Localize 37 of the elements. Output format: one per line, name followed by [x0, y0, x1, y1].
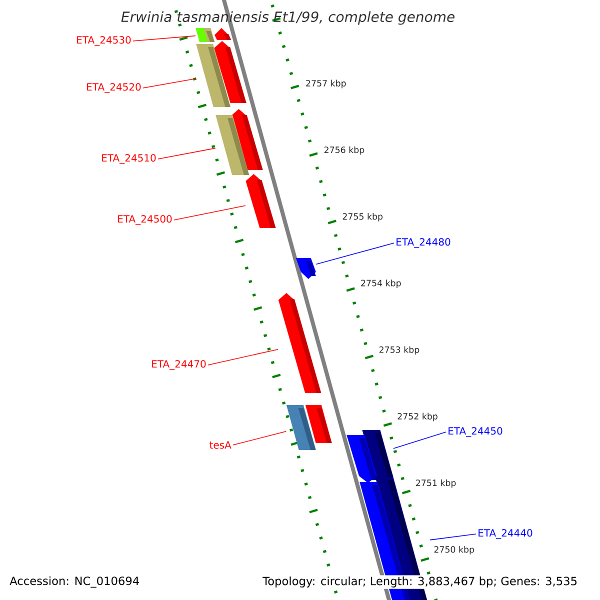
gene-feature: [216, 115, 250, 175]
gene-label: ETA_24500: [118, 215, 172, 225]
gene-label: ETA_24450: [448, 427, 502, 437]
gene-label: ETA_24470: [152, 360, 206, 370]
scale-label: 2756 kbp: [324, 146, 364, 155]
accession-text: Accession: NC_010694: [10, 576, 139, 588]
leader-line: [232, 430, 287, 446]
scale-label: 2754 kbp: [361, 280, 401, 288]
scale-label: 2757 kbp: [306, 80, 346, 88]
gene-label: ETA_24530: [77, 36, 131, 46]
gene-feature: [246, 174, 276, 228]
scale-label: 2755 kbp: [342, 213, 383, 222]
scale-label: 2753 kbp: [379, 346, 420, 355]
leader-line: [158, 148, 216, 160]
leader-line: [174, 205, 246, 220]
gene-feature: [296, 258, 316, 279]
gene-feature: [346, 435, 377, 483]
gene-feature: [278, 293, 322, 393]
leader-line: [393, 432, 446, 449]
gene-feature: [196, 28, 215, 42]
leader-line: [142, 78, 196, 88]
gene-feature: [305, 405, 332, 443]
leader-line: [430, 534, 476, 540]
genome-info: Topology: circular; Length: 3,883,467 bp; Genes: 3,535: [261, 575, 579, 589]
scale-label: 2751 kbp: [416, 479, 456, 488]
gene-label: ETA_24440: [478, 529, 532, 539]
leader-line: [132, 35, 196, 42]
gene-label: ETA_24510: [102, 154, 156, 164]
gene-label: tesA: [210, 441, 232, 449]
gene-label: ETA_24480: [396, 238, 450, 248]
scale-label: 2752 kbp: [398, 412, 438, 422]
leader-line: [316, 242, 394, 265]
leader-line: [208, 348, 278, 366]
scale-label: 2750 kbp: [434, 546, 474, 554]
gene-feature: [214, 28, 231, 40]
gene-feature: [196, 44, 230, 107]
gene-label: ETA_24520: [87, 83, 141, 93]
